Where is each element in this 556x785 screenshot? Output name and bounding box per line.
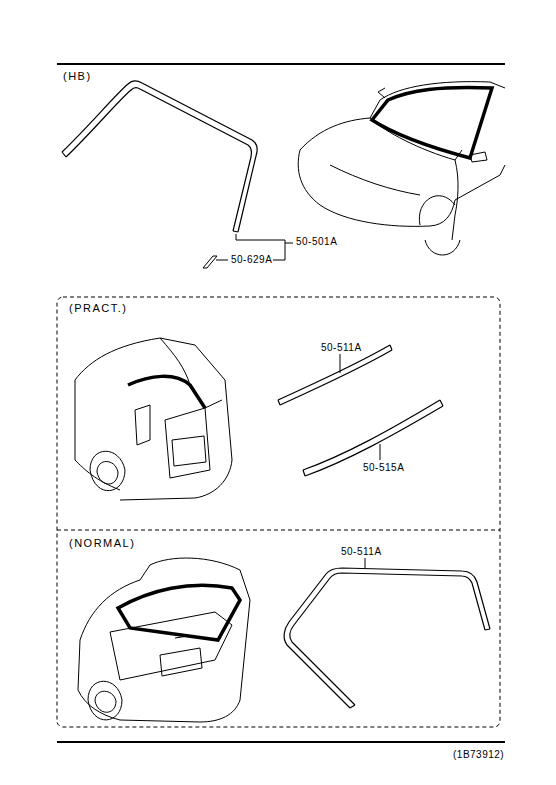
leader-line: [285, 243, 293, 244]
figure-number: (1B73912): [452, 749, 505, 761]
section-heading: (PRACT.): [68, 302, 128, 314]
part-number: 50-515A: [362, 462, 405, 474]
car-rear-view: [75, 338, 232, 500]
dashed-panel: [57, 297, 500, 727]
rear-molding-511: [278, 345, 392, 405]
section-heading: (HB): [62, 70, 93, 82]
rear-window-strip-highlight: [128, 376, 205, 408]
part-number: 50-501A: [295, 236, 338, 248]
rear-molding-515: [303, 400, 443, 476]
top-rule: [57, 63, 505, 65]
windshield-molding: [62, 81, 257, 232]
dashed-divider: [57, 530, 500, 531]
windshield-highlight: [372, 88, 492, 159]
rear-window-molding-highlight: [118, 585, 240, 640]
leader-line: [365, 558, 366, 568]
part-number: 50-629A: [230, 254, 273, 266]
part-number: 50-511A: [320, 342, 363, 354]
part-number: 50-511A: [340, 546, 383, 558]
bottom-rule: [57, 741, 505, 743]
molding-clip: [203, 256, 217, 268]
rear-window-molding-511: [284, 568, 490, 708]
car-rear-view: [78, 558, 250, 722]
section-heading: (NORMAL): [68, 537, 136, 549]
leader-line: [340, 354, 341, 373]
leader-line: [380, 444, 381, 460]
car-front-view: [298, 82, 505, 255]
leader-line: [216, 260, 228, 261]
